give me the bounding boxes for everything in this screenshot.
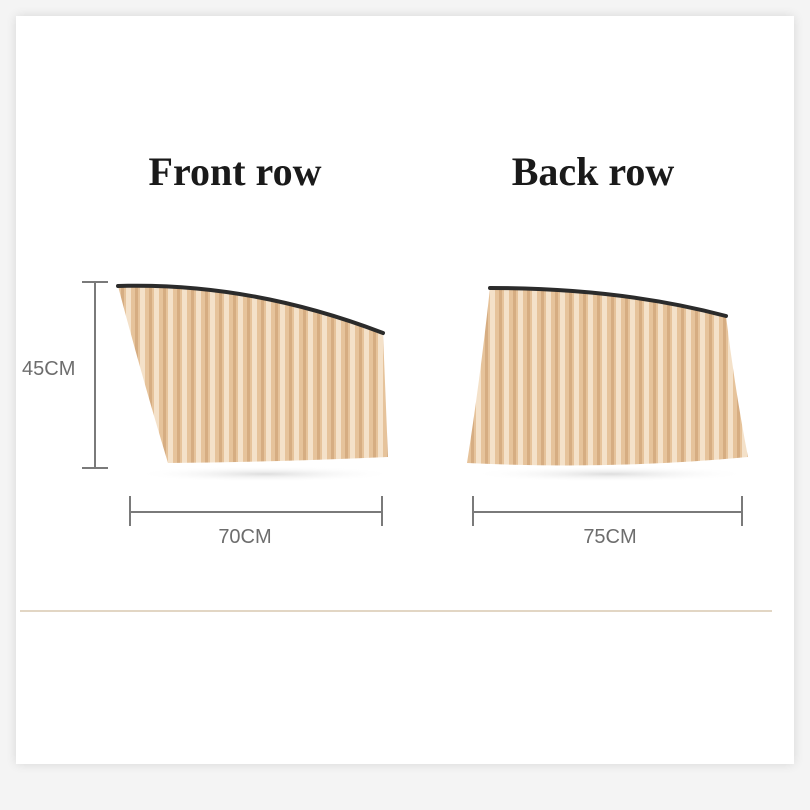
back-curtain (467, 286, 750, 482)
front-width-label: 70CM (218, 526, 272, 548)
front-curtain (116, 283, 395, 482)
back-width-label: 75CM (583, 526, 637, 548)
back-row-title: Back row (511, 149, 675, 194)
front-row-title: Front row (148, 149, 322, 194)
back-curtain-rail (488, 286, 728, 318)
section-divider (20, 610, 772, 612)
front-height-label: 45CM (22, 358, 76, 380)
front-width-dimension-line (129, 496, 383, 526)
back-width-dimension-line (472, 496, 743, 526)
front-curtain-rail (116, 283, 385, 335)
height-dimension-line (82, 281, 108, 469)
